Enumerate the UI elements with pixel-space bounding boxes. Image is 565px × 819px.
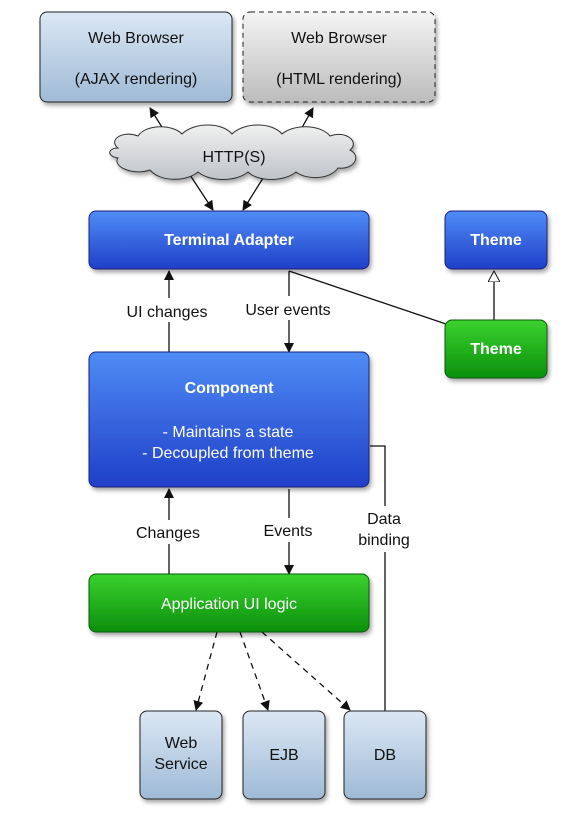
label-ui-changes: UI changes bbox=[127, 304, 208, 321]
edge-adapter-theme bbox=[288, 270, 447, 325]
node-theme-base-label: Theme bbox=[470, 232, 522, 249]
node-web-service-line1: Web bbox=[165, 735, 198, 752]
node-web-service: Web Service bbox=[139, 710, 223, 800]
node-web-browser-ajax-title: Web Browser bbox=[88, 30, 184, 47]
node-application-ui-logic: Application UI logic bbox=[88, 573, 370, 633]
node-component-line2: - Decoupled from theme bbox=[142, 445, 314, 462]
node-web-browser-html-subtitle: (HTML rendering) bbox=[276, 71, 402, 88]
node-component-title: Component bbox=[185, 380, 275, 397]
edge-data-binding bbox=[370, 445, 386, 712]
node-component: Component - Maintains a state - Decouple… bbox=[88, 351, 370, 488]
node-terminal-adapter: Terminal Adapter bbox=[88, 210, 370, 270]
node-http-cloud bbox=[109, 124, 357, 180]
node-web-browser-html-title: Web Browser bbox=[291, 30, 387, 47]
node-theme-base: Theme bbox=[444, 210, 548, 270]
node-web-browser-ajax-subtitle: (AJAX rendering) bbox=[75, 71, 198, 88]
label-data-binding-line2: binding bbox=[358, 532, 410, 549]
node-db: DB bbox=[343, 710, 427, 800]
node-http-label: HTTP(S) bbox=[202, 149, 265, 166]
node-db-label: DB bbox=[374, 747, 396, 764]
edge-logic-web-service bbox=[193, 631, 218, 711]
node-component-line1: - Maintains a state bbox=[163, 424, 294, 441]
node-theme: Theme bbox=[444, 319, 548, 379]
node-web-service-line2: Service bbox=[154, 756, 207, 773]
node-ejb-label: EJB bbox=[269, 747, 298, 764]
label-events: Events bbox=[264, 523, 313, 540]
edge-logic-ejb bbox=[239, 631, 270, 711]
node-theme-label: Theme bbox=[470, 341, 522, 358]
edge-http-to-adapter-right bbox=[242, 174, 266, 211]
edge-labels: UI changes User events Changes Events Da… bbox=[104, 296, 415, 552]
node-web-browser-ajax: Web Browser (AJAX rendering) bbox=[39, 11, 233, 103]
label-changes: Changes bbox=[136, 525, 200, 542]
edge-http-to-adapter-left bbox=[189, 174, 214, 211]
node-terminal-adapter-label: Terminal Adapter bbox=[164, 232, 294, 249]
node-ejb: EJB bbox=[242, 710, 326, 800]
label-data-binding-line1: Data bbox=[367, 511, 401, 528]
edge-logic-db bbox=[261, 631, 351, 711]
node-application-ui-logic-label: Application UI logic bbox=[161, 596, 297, 613]
node-web-browser-html: Web Browser (HTML rendering) bbox=[242, 11, 436, 103]
label-user-events: User events bbox=[245, 302, 330, 319]
